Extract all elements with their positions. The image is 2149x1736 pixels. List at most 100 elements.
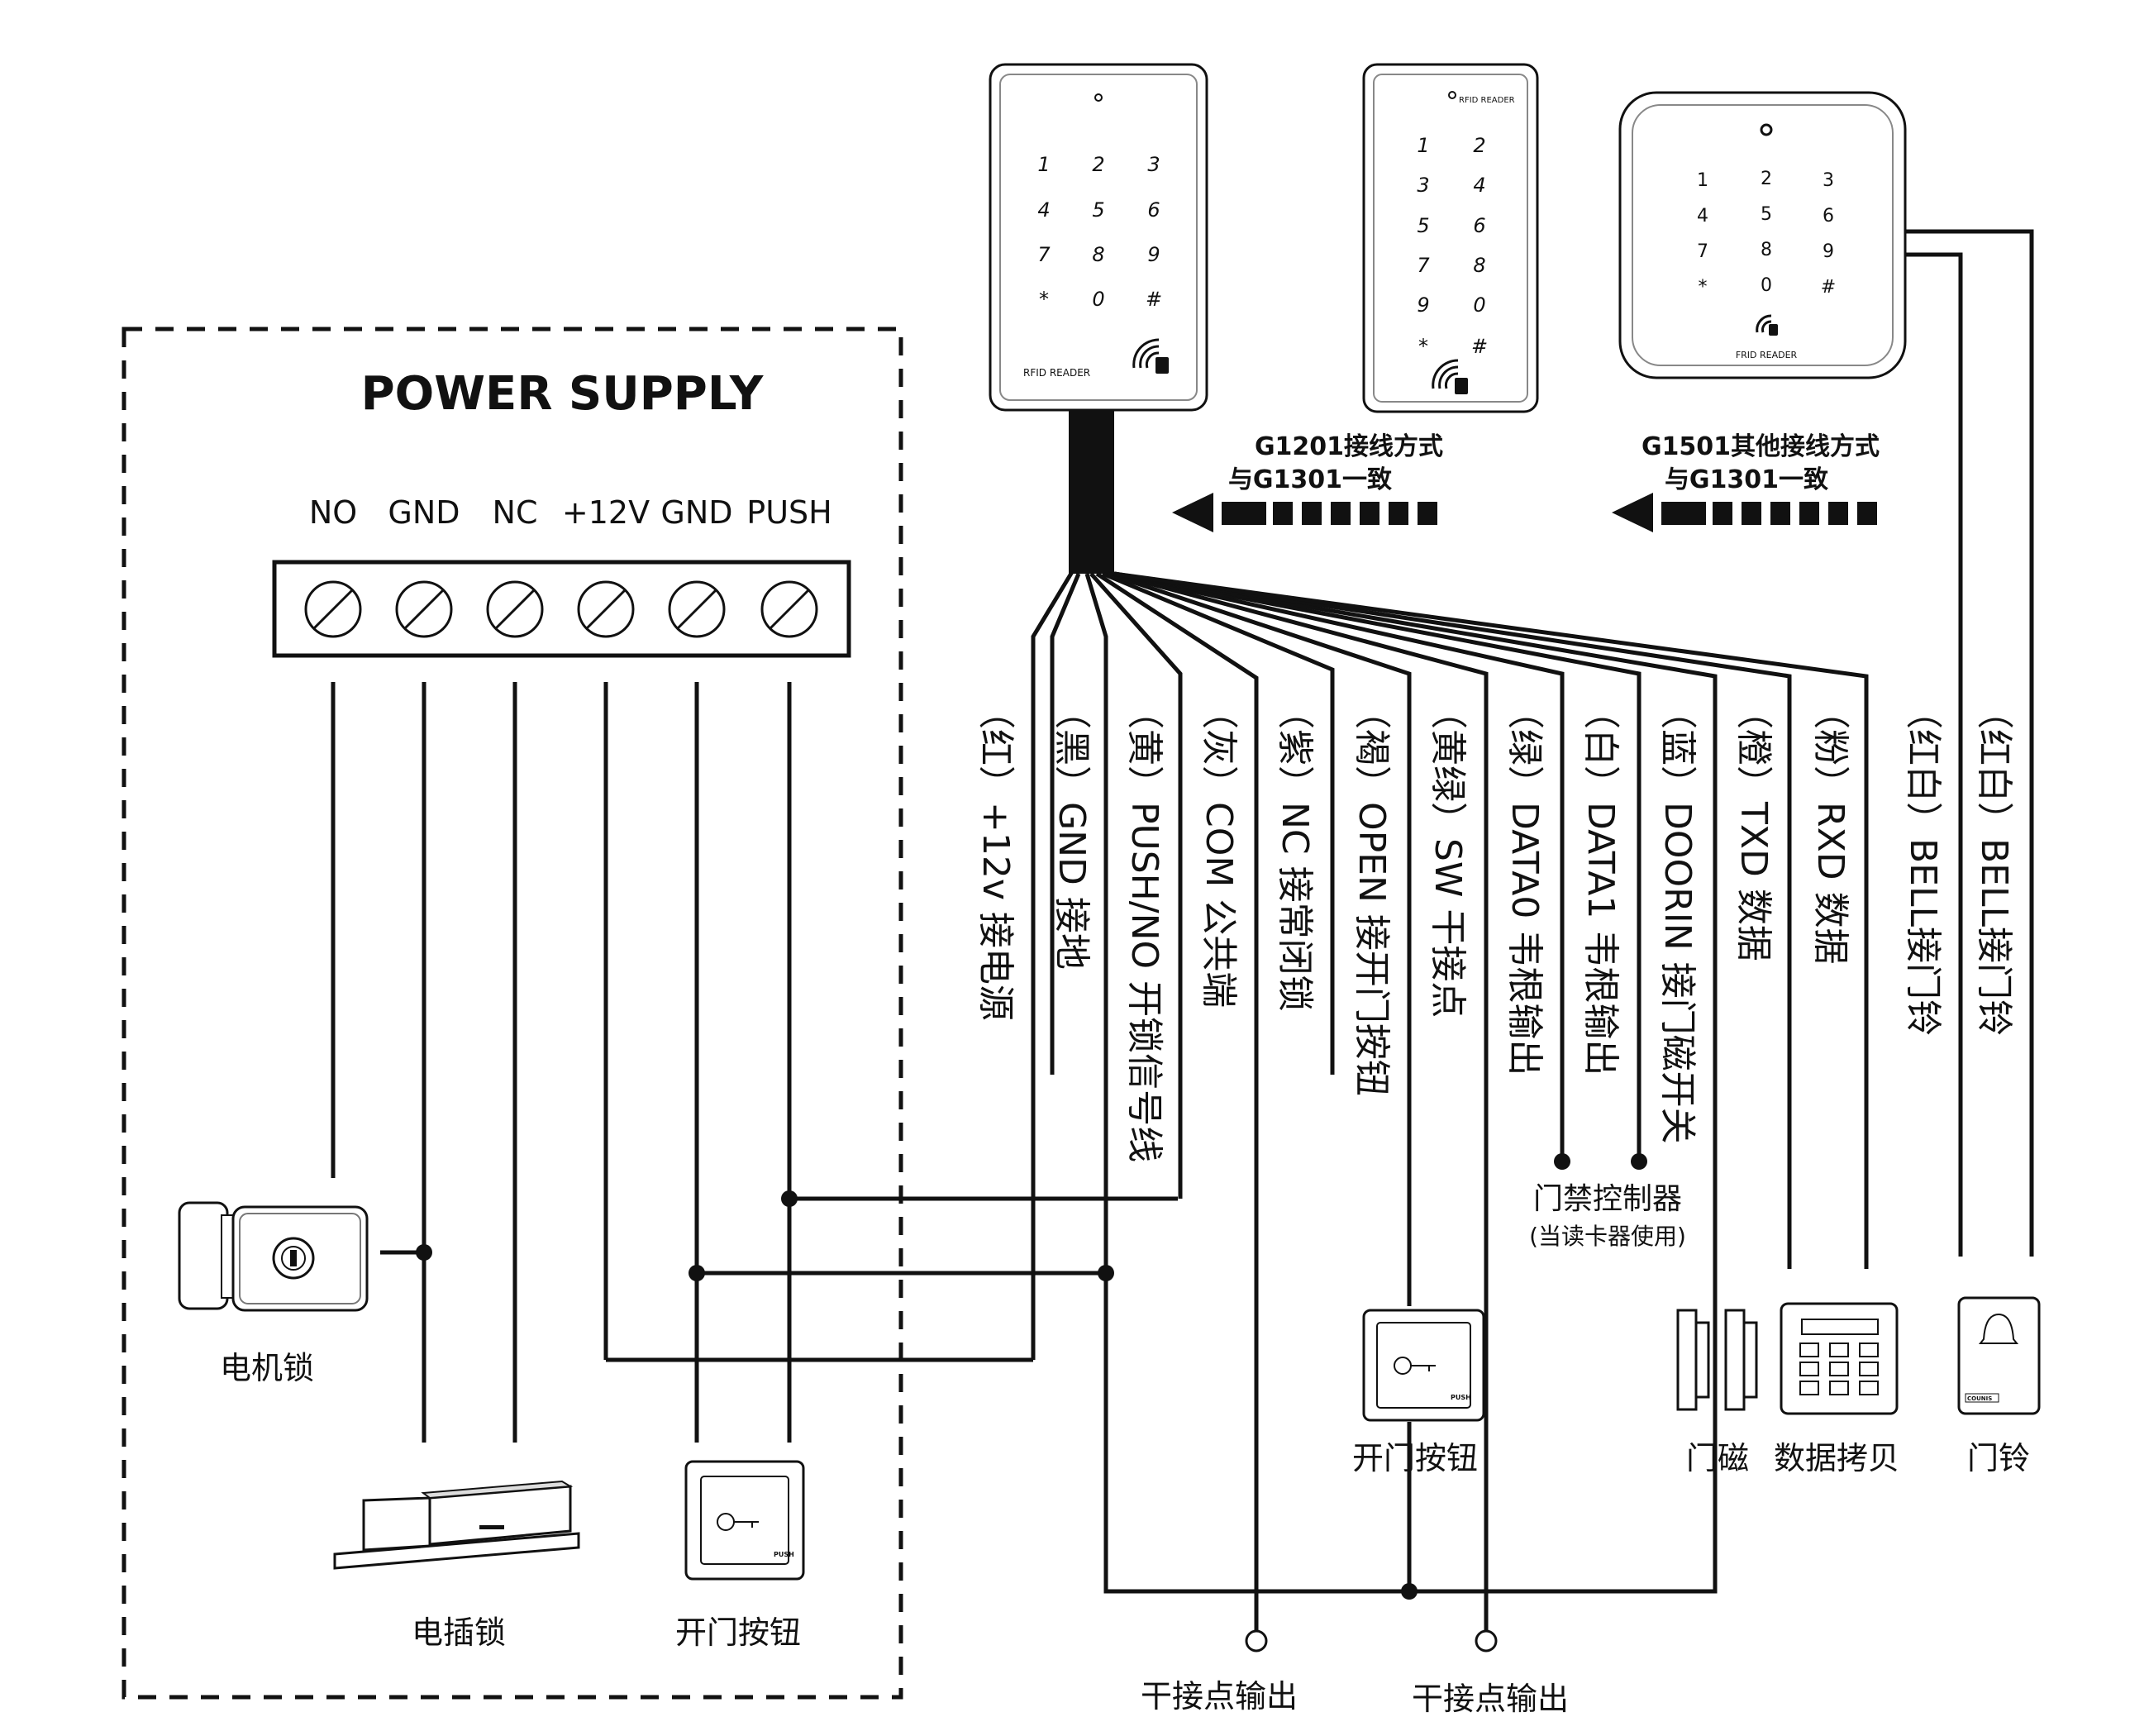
reader2-brand: RFID READER (1459, 96, 1515, 105)
reader2-key: 6 (1473, 214, 1485, 237)
reader3-key: 8 (1761, 240, 1772, 260)
terminal-block (272, 560, 851, 658)
terminal-screws (304, 580, 818, 638)
power-supply-wires (331, 682, 792, 1443)
reader3-key: 3 (1823, 170, 1834, 191)
controller-note: (当读卡器使用) (1529, 1223, 1686, 1250)
wire-label-red: （红）+12v 接电源 (974, 693, 1017, 1021)
motor-lock-icon (178, 1201, 369, 1312)
dry-contact-label-2: 干接点输出 (1412, 1681, 1569, 1717)
reader1-key: 9 (1147, 243, 1160, 266)
wire-label-gray: （灰）COM 公共端 (1198, 693, 1240, 1008)
note-g1501-line1: G1501其他接线方式 (1642, 432, 1880, 461)
wire-label-purple: （紫）NC 接常闭锁 (1274, 693, 1316, 1012)
reader1-key: 8 (1092, 243, 1104, 266)
terminal-label-gnd2: GND (660, 494, 732, 531)
wire-label-yellow-green: （黄绿）SW 干接点 (1427, 693, 1469, 1018)
note-g1501-line2: 与G1301一致 (1665, 465, 1828, 494)
note-g1201: G1201接线方式 与G1301一致 (1172, 432, 1443, 532)
data-copy-keypad-icon (1780, 1302, 1899, 1415)
nfc-icon (1132, 338, 1169, 374)
nfc-icon (1432, 359, 1468, 394)
power-supply-title: POWER SUPPLY (361, 367, 765, 421)
rfid-reader-1: 1 2 3 4 5 6 7 8 9 * 0 # RFID READER (989, 63, 1208, 412)
reader3-key: 1 (1697, 170, 1708, 191)
exit-button-right-icon: PUSH (1362, 1309, 1485, 1422)
exit-button-left-label: 开门按钮 (675, 1614, 801, 1651)
data-copy-label: 数据拷贝 (1774, 1440, 1899, 1476)
reader3-key: 0 (1761, 275, 1772, 296)
electric-bolt-label: 电插锁 (412, 1614, 506, 1651)
doorbell-icon: COUNIS (1957, 1296, 2041, 1415)
door-sensor-icon (1676, 1309, 1758, 1411)
reader1-key: 6 (1147, 198, 1160, 222)
interconnect-wires (380, 1196, 1718, 1594)
terminal-label-gnd: GND (388, 494, 460, 531)
door-sensor-label: 门磁 (1686, 1440, 1749, 1476)
rfid-reader-2: RFID READER 1 2 3 4 5 6 7 8 9 0 * # (1362, 63, 1539, 413)
terminal-label-push: PUSH (746, 494, 831, 531)
push-mark: PUSH (774, 1551, 794, 1558)
reader3-key: 4 (1697, 206, 1708, 227)
arrow-left-icon (1172, 493, 1437, 532)
reader3-key: 6 (1823, 206, 1834, 227)
terminal-label-12v: +12V (562, 494, 650, 531)
screw-icon (668, 580, 726, 638)
screw-icon (395, 580, 453, 638)
reader1-key: 1 (1037, 153, 1050, 176)
reader2-key: # (1471, 335, 1488, 358)
reader3-key: 2 (1761, 169, 1772, 189)
reader1-key: 4 (1037, 198, 1050, 222)
doorbell-brand: COUNIS (1967, 1395, 1992, 1402)
reader-cable (1069, 410, 1114, 574)
nfc-icon (1756, 314, 1778, 336)
electric-bolt-icon (333, 1480, 580, 1570)
wire-labels: （红）+12v 接电源 （黑）GND 接地 （黄）PUSH/NO 开锁信号线 （… (974, 693, 2015, 1162)
reader1-key: 3 (1147, 153, 1160, 176)
push-mark: PUSH (1451, 1394, 1471, 1401)
reader2-key: * (1418, 335, 1428, 358)
reader-fanout-wires (1031, 570, 1869, 1641)
reader2-key: 5 (1417, 214, 1429, 237)
reader3-key: * (1699, 277, 1708, 298)
reader2-key: 8 (1473, 254, 1485, 277)
arrow-left-icon (1612, 493, 1877, 532)
terminal-labels: NO GND NC +12V GND PUSH (309, 494, 832, 531)
junction-dots (416, 1153, 1647, 1600)
reader3-bell-wires (1905, 229, 2034, 1257)
reader1-key: # (1146, 288, 1162, 311)
dry-contact-outputs: 干接点输出 干接点输出 (1141, 1629, 1569, 1717)
wire-label-red-white-2: （红白）BELL接门铃 (1973, 693, 2015, 1036)
wire-label-orange: （橙）TXD 数据 (1732, 693, 1775, 961)
rfid-reader-3: 1 2 3 4 5 6 7 8 9 * 0 # FRID READER (1618, 91, 1907, 379)
terminal-label-nc: NC (493, 494, 538, 531)
reader3-key: 9 (1823, 241, 1834, 262)
reader2-key: 9 (1417, 293, 1429, 317)
doorbell-label: 门铃 (1967, 1440, 2030, 1476)
reader2-key: 4 (1473, 174, 1485, 197)
reader2-key: 1 (1417, 134, 1429, 157)
wire-label-white: （白）DATA1 韦根输出 (1580, 693, 1622, 1075)
note-g1501: G1501其他接线方式 与G1301一致 (1612, 432, 1880, 532)
reader1-key: 7 (1037, 243, 1051, 266)
reader3-brand: FRID READER (1736, 350, 1798, 360)
note-g1201-line2: 与G1301一致 (1228, 465, 1392, 494)
wire-label-blue: （蓝）DOORIN 接门磁开关 (1656, 693, 1699, 1144)
screw-icon (577, 580, 635, 638)
reader3-key: 5 (1761, 204, 1772, 225)
dry-contact-label-1: 干接点输出 (1141, 1678, 1298, 1715)
reader1-key: 2 (1092, 153, 1104, 176)
screw-icon (486, 580, 544, 638)
power-supply-boundary (122, 327, 903, 1700)
reader2-key: 0 (1473, 293, 1485, 317)
wire-label-green: （绿）DATA0 韦根输出 (1503, 693, 1546, 1075)
reader1-key: 5 (1092, 198, 1104, 222)
wire-label-yellow: （黄）PUSH/NO 开锁信号线 (1123, 693, 1165, 1162)
motor-lock-label: 电机锁 (220, 1350, 314, 1386)
reader2-key: 7 (1417, 254, 1430, 277)
exit-button-right-label: 开门按钮 (1352, 1440, 1478, 1476)
reader2-key: 3 (1417, 174, 1429, 197)
terminal-label-no: NO (309, 494, 357, 531)
reader1-brand: RFID READER (1023, 367, 1090, 379)
